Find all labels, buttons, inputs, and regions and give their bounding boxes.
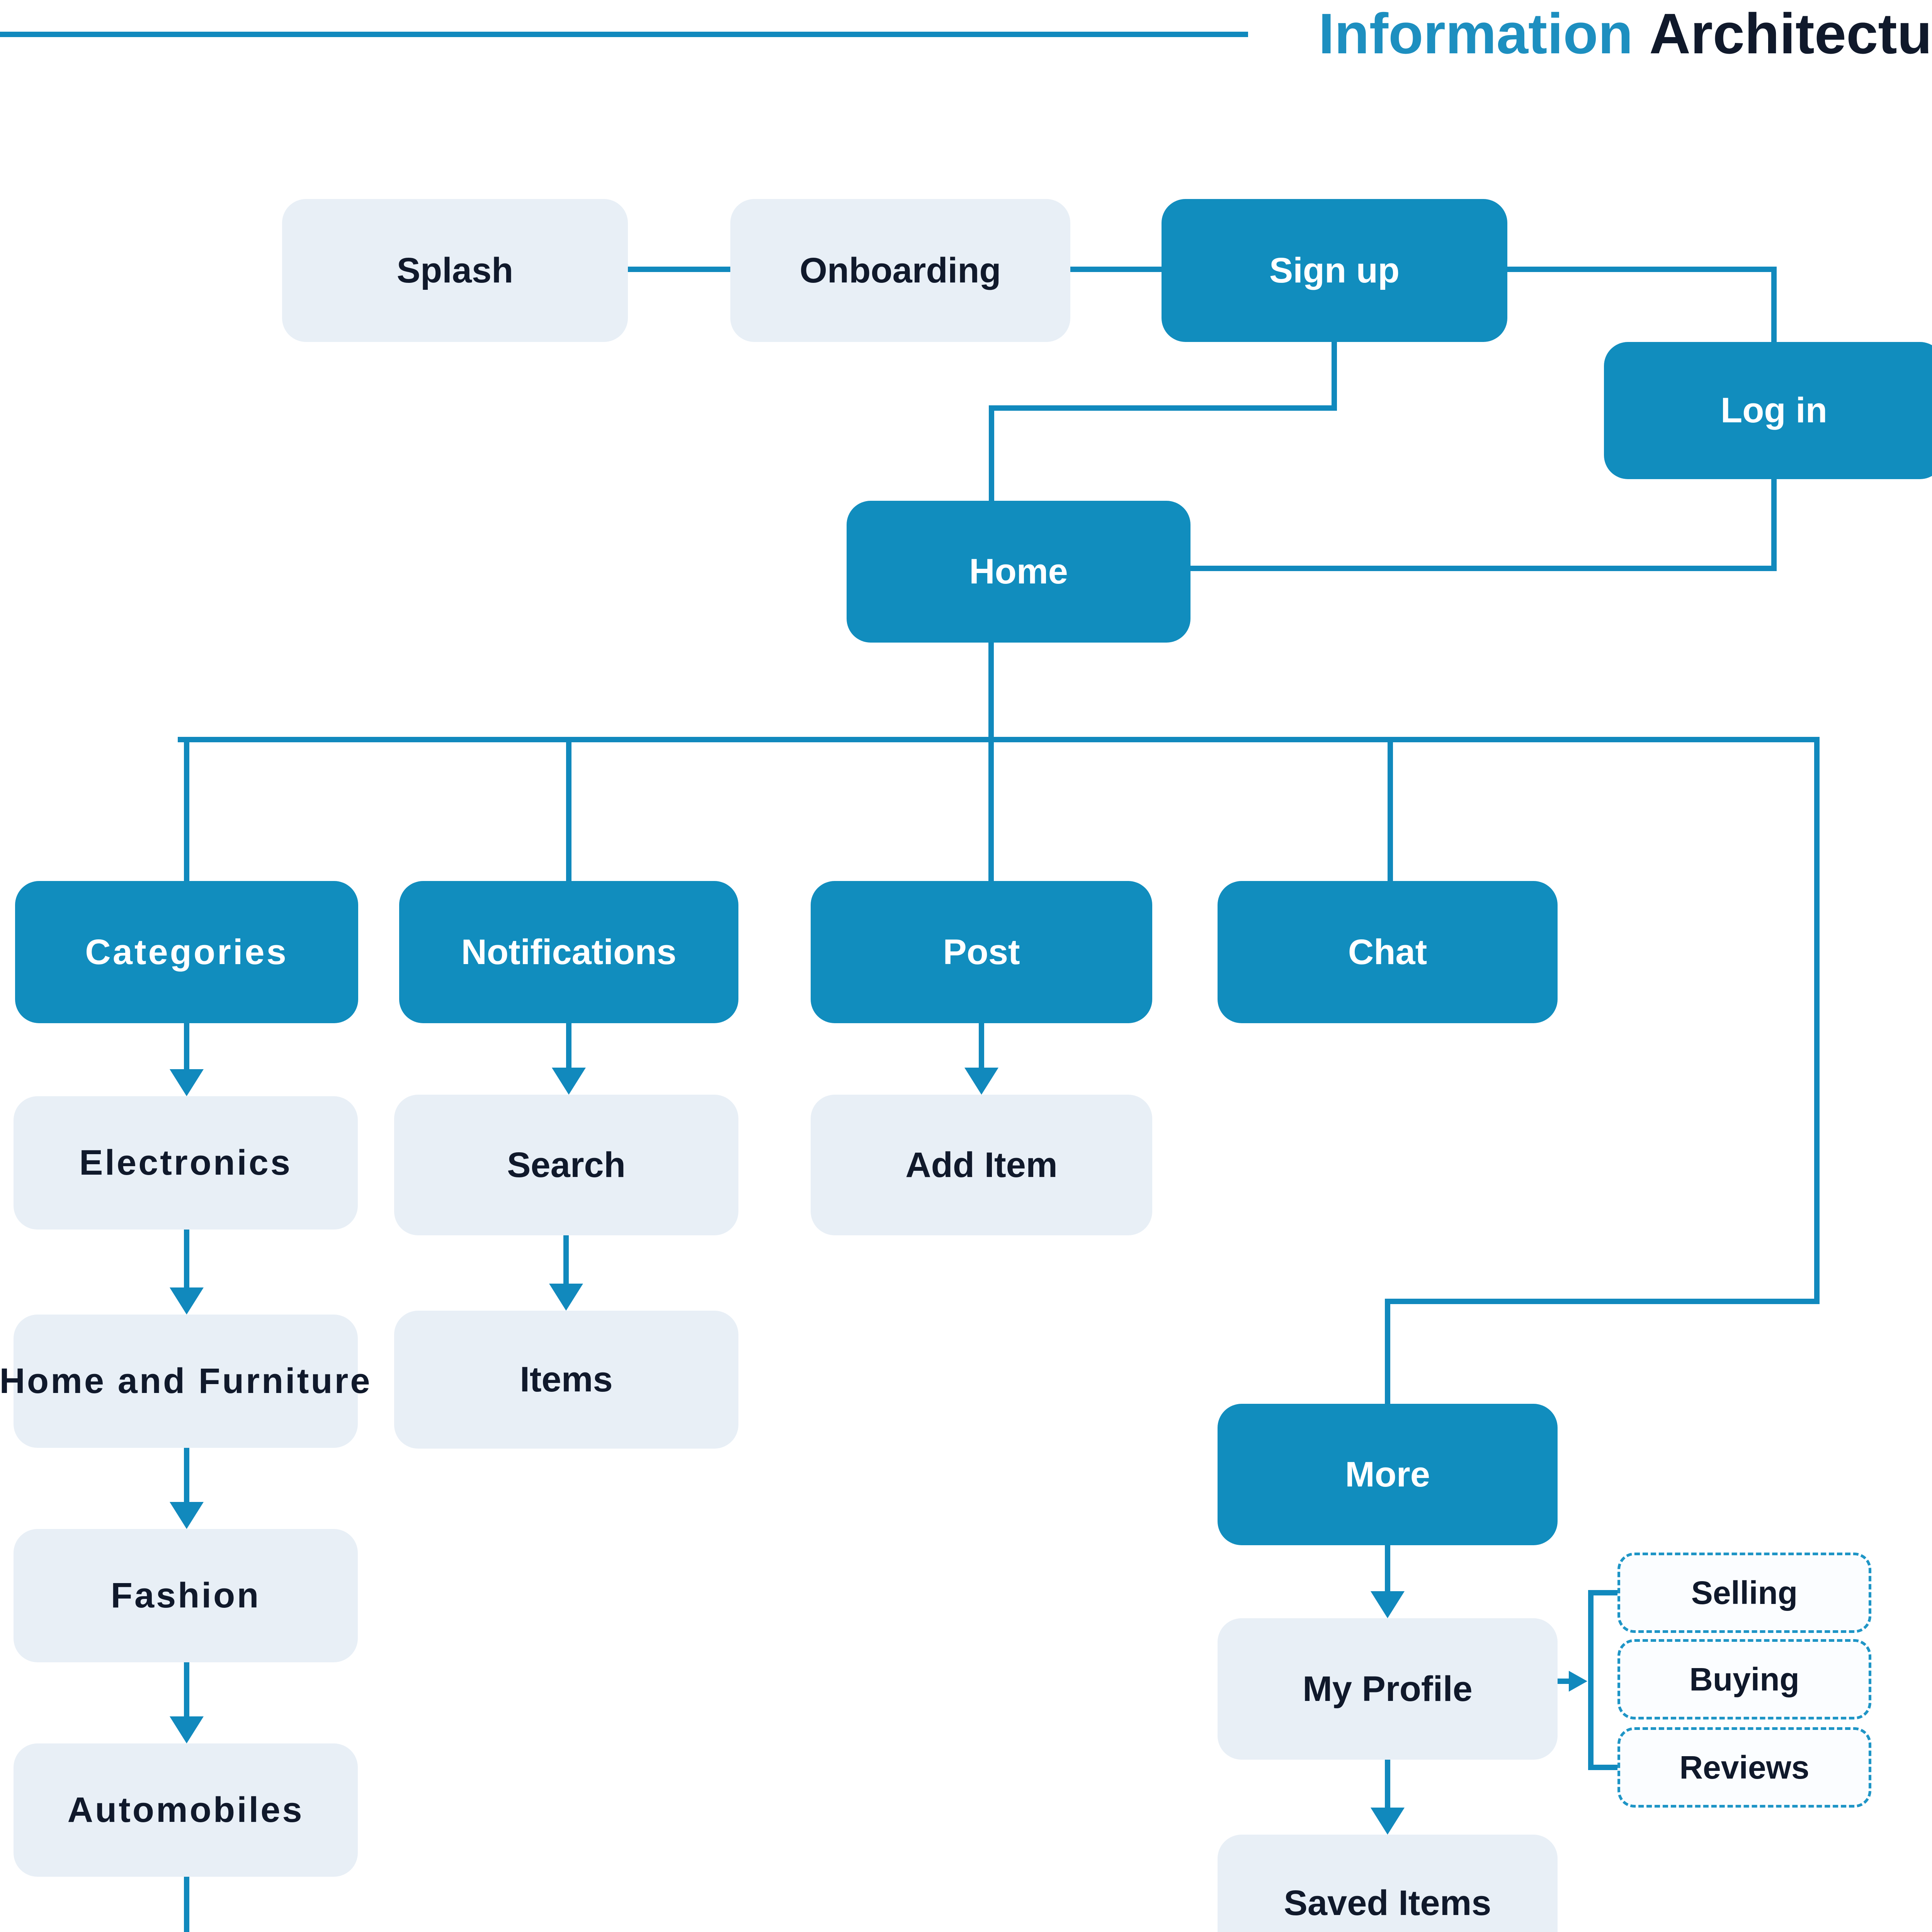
post-node: Post <box>811 881 1152 1023</box>
arrow-furniture-fashion-head <box>170 1502 204 1529</box>
splash-node: Splash <box>282 199 628 342</box>
fashion-node: Fashion <box>14 1529 358 1662</box>
arrow-more-myprofile-line <box>1385 1545 1390 1601</box>
home-node: Home <box>847 501 1190 643</box>
line-drop-post <box>988 740 994 881</box>
arrow-search-items-line <box>563 1235 569 1293</box>
items-node: Items <box>394 1311 738 1449</box>
arrow-post-additem-head <box>964 1068 998 1095</box>
arrow-more-myprofile-head <box>1371 1591 1405 1618</box>
selling-node: Selling <box>1617 1553 1871 1633</box>
line-right-leg-v <box>1814 740 1820 1304</box>
line-distribution-bar <box>178 737 1820 742</box>
line-login-down <box>1771 479 1777 571</box>
line-drop-notifications <box>566 740 571 881</box>
my-profile-node: My Profile <box>1218 1618 1558 1760</box>
home-and-furniture-node: Home and Furniture <box>0 1315 370 1448</box>
buying-node: Buying <box>1617 1639 1871 1719</box>
arrow-furniture-fashion-line <box>184 1448 189 1512</box>
more-node: More <box>1218 1404 1558 1545</box>
line-profile-bracket-top <box>1588 1590 1617 1595</box>
arrow-automobiles-kids-line <box>184 1877 189 1932</box>
arrow-categories-electronics-line <box>184 1023 189 1079</box>
line-more-elbow-h <box>1385 1299 1820 1304</box>
automobiles-node: Automobiles <box>14 1743 358 1877</box>
categories-node: Categories <box>15 881 358 1023</box>
page-title-information: Information <box>1318 2 1633 66</box>
arrow-post-additem-line <box>979 1023 984 1077</box>
line-login-home-h <box>1190 566 1777 571</box>
notifications-node: Notifications <box>399 881 738 1023</box>
line-more-top-v <box>1385 1299 1390 1404</box>
arrow-fashion-automobiles-head <box>170 1716 204 1743</box>
chat-node: Chat <box>1218 881 1558 1023</box>
line-signup-down <box>1332 342 1337 411</box>
arrow-notifications-search-line <box>566 1023 571 1077</box>
onboarding-node: Onboarding <box>730 199 1070 342</box>
line-profile-bracket-bottom <box>1588 1765 1617 1770</box>
sign-up-node: Sign up <box>1162 199 1507 342</box>
arrow-categories-electronics-head <box>170 1069 204 1096</box>
log-in-node: Log in <box>1604 342 1932 479</box>
arrow-electronics-furniture-head <box>170 1287 204 1315</box>
line-signup-home-h <box>989 405 1337 411</box>
reviews-node: Reviews <box>1617 1727 1871 1808</box>
page-title: InformationArchitecture <box>1318 0 1932 68</box>
title-rule <box>0 32 1248 37</box>
line-home-top-v <box>989 405 994 501</box>
electronics-node: Electronics <box>14 1096 358 1230</box>
add-item-node: Add Item <box>811 1095 1152 1235</box>
line-splash-onboarding <box>627 267 730 272</box>
arrow-search-items-head <box>549 1284 583 1311</box>
arrow-myprofile-saveditems-line <box>1385 1760 1390 1817</box>
line-signup-login-h <box>1507 267 1777 272</box>
line-profile-bracket-v <box>1588 1590 1594 1770</box>
search-node: Search <box>394 1095 738 1235</box>
page-title-architecture: Architecture <box>1649 2 1932 66</box>
saved-items-node: Saved Items <box>1218 1835 1558 1932</box>
line-home-bottom-v <box>988 643 994 740</box>
arrow-myprofile-submenu-head <box>1569 1671 1587 1692</box>
line-drop-chat <box>1388 740 1393 881</box>
line-onboarding-signup <box>1070 267 1162 272</box>
arrow-myprofile-saveditems-head <box>1371 1808 1405 1835</box>
arrow-notifications-search-head <box>552 1068 586 1095</box>
arrow-fashion-automobiles-line <box>184 1662 189 1726</box>
arrow-electronics-furniture-line <box>184 1230 189 1297</box>
line-signup-login-v <box>1771 267 1777 342</box>
line-drop-categories <box>184 740 189 881</box>
